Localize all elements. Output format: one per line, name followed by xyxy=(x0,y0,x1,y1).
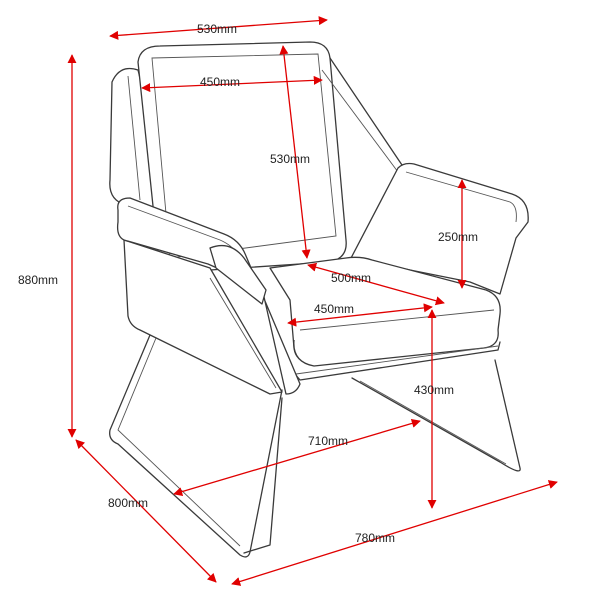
label-seat-depth: 500mm xyxy=(331,271,371,285)
label-seat-height: 430mm xyxy=(414,383,454,397)
dim-line-overall-width xyxy=(231,480,558,586)
label-overall-height: 880mm xyxy=(18,273,58,287)
left-armrest-front xyxy=(209,244,267,305)
right-armrest xyxy=(349,162,529,295)
label-back-inner-width: 450mm xyxy=(200,75,240,89)
label-top-width: 530mm xyxy=(197,22,237,36)
label-overall-depth: 800mm xyxy=(108,496,148,510)
dimension-lines xyxy=(67,16,558,586)
left-side-seam xyxy=(209,277,277,389)
back-cushion-top-seam xyxy=(151,53,337,259)
dim-line-top-width xyxy=(109,16,328,40)
seat-cushion-front xyxy=(293,329,499,367)
back-right-frame-inner xyxy=(321,69,399,173)
right-armrest-seam xyxy=(405,171,517,223)
dim-line-base-depth xyxy=(173,418,421,497)
label-seat-width: 450mm xyxy=(314,302,354,316)
chair-drawing xyxy=(109,41,529,558)
dim-line-seat-depth xyxy=(307,262,445,306)
left-side-panel xyxy=(123,239,283,395)
label-back-height: 530mm xyxy=(270,152,310,166)
dim-line-back-height xyxy=(279,45,311,259)
back-right-frame xyxy=(329,57,405,169)
seat-front-rail-inner xyxy=(295,345,499,375)
dim-line-overall-depth xyxy=(75,439,217,583)
left-armrest xyxy=(116,197,301,395)
dim-line-seat-width xyxy=(287,303,433,327)
dimension-labels: 530mm 450mm 530mm 250mm 500mm 450mm 430m… xyxy=(18,22,478,545)
base-frame-back xyxy=(351,359,521,472)
label-armrest-height: 250mm xyxy=(438,230,478,244)
label-overall-width: 780mm xyxy=(355,531,395,545)
back-side-seam xyxy=(127,75,141,201)
label-base-depth: 710mm xyxy=(308,434,348,448)
